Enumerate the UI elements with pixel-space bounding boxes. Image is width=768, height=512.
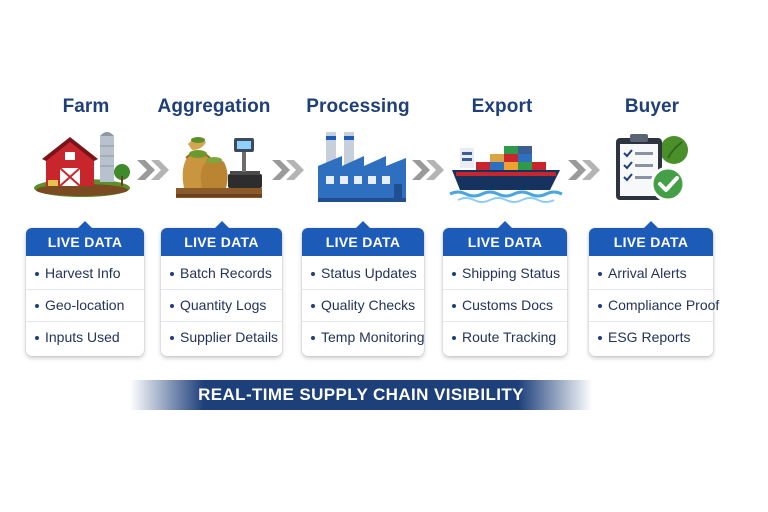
bullet-icon — [35, 336, 39, 341]
bullet-icon — [452, 272, 456, 277]
list-item: Geo-location — [26, 289, 144, 321]
list-item-label: Shipping Status — [462, 265, 561, 281]
sacks-and-scale-icon — [176, 137, 262, 198]
card-header: LIVE DATA — [589, 221, 713, 256]
list-item: ESG Reports — [589, 321, 713, 353]
card-header: LIVE DATA — [302, 221, 424, 256]
list-item-label: Customs Docs — [462, 297, 554, 313]
stage-title-processing: Processing — [306, 96, 410, 117]
visibility-banner: REAL-TIME SUPPLY CHAIN VISIBILITY — [130, 380, 592, 410]
bullet-icon — [311, 304, 315, 309]
stage-title-aggregation: Aggregation — [157, 96, 271, 117]
bullet-icon — [35, 272, 39, 277]
bullet-icon — [598, 304, 602, 309]
list-item: Batch Records — [161, 258, 282, 289]
list-item-label: Harvest Info — [45, 265, 121, 281]
barn-icon — [34, 132, 130, 197]
card-header: LIVE DATA — [161, 221, 282, 256]
list-item: Harvest Info — [26, 258, 144, 289]
stage-title-farm: Farm — [62, 96, 110, 117]
list-item-label: ESG Reports — [608, 329, 691, 345]
bullet-icon — [170, 336, 174, 341]
chevron-arrow-icon — [412, 160, 444, 180]
stage-title-buyer: Buyer — [624, 96, 680, 117]
list-item: Temp Monitoring — [302, 321, 425, 353]
list-item: Shipping Status — [443, 258, 567, 289]
live-data-card-aggregation: LIVE DATA Batch Records Quantity Logs Su… — [161, 221, 282, 356]
card-header: LIVE DATA — [26, 221, 144, 256]
bullet-icon — [311, 336, 315, 341]
list-item-label: Compliance Proof — [608, 297, 720, 313]
bullet-icon — [452, 336, 456, 341]
list-item-label: Geo-location — [45, 297, 125, 313]
card-header: LIVE DATA — [443, 221, 567, 256]
factory-icon — [318, 132, 406, 202]
list-item-label: Inputs Used — [45, 329, 120, 345]
list-item-label: Arrival Alerts — [608, 265, 687, 281]
list-item: Arrival Alerts — [589, 258, 713, 289]
list-item: Quantity Logs — [161, 289, 282, 321]
list-item: Status Updates — [302, 258, 424, 289]
list-item-label: Supplier Details — [180, 329, 279, 345]
live-data-card-farm: LIVE DATA Harvest Info Geo-location Inpu… — [26, 221, 144, 356]
bullet-icon — [35, 304, 39, 309]
live-data-card-processing: LIVE DATA Status Updates Quality Checks … — [302, 221, 425, 356]
bullet-icon — [311, 272, 315, 277]
list-item: Compliance Proof — [589, 289, 719, 321]
bullet-icon — [598, 272, 602, 277]
bullet-icon — [598, 336, 602, 341]
live-data-card-export: LIVE DATA Shipping Status Customs Docs R… — [443, 221, 567, 356]
list-item: Supplier Details — [161, 321, 282, 353]
chevron-arrow-icon — [272, 160, 304, 180]
bullet-icon — [170, 272, 174, 277]
list-item-label: Status Updates — [321, 265, 417, 281]
list-item-label: Batch Records — [180, 265, 272, 281]
cargo-ship-icon — [449, 146, 563, 203]
list-item-label: Temp Monitoring — [321, 329, 425, 345]
bullet-icon — [452, 304, 456, 309]
chevron-arrow-icon — [568, 160, 600, 180]
checklist-approved-icon — [616, 134, 688, 202]
live-data-card-buyer: LIVE DATA Arrival Alerts Compliance Proo… — [589, 221, 719, 356]
list-item-label: Route Tracking — [462, 329, 557, 345]
bullet-icon — [170, 304, 174, 309]
stage-title-export: Export — [471, 96, 533, 117]
list-item: Customs Docs — [443, 289, 567, 321]
list-item-label: Quality Checks — [321, 297, 416, 313]
list-item: Route Tracking — [443, 321, 567, 353]
chevron-arrow-icon — [137, 160, 169, 180]
list-item: Inputs Used — [26, 321, 144, 353]
list-item-label: Quantity Logs — [180, 297, 267, 313]
list-item: Quality Checks — [302, 289, 424, 321]
